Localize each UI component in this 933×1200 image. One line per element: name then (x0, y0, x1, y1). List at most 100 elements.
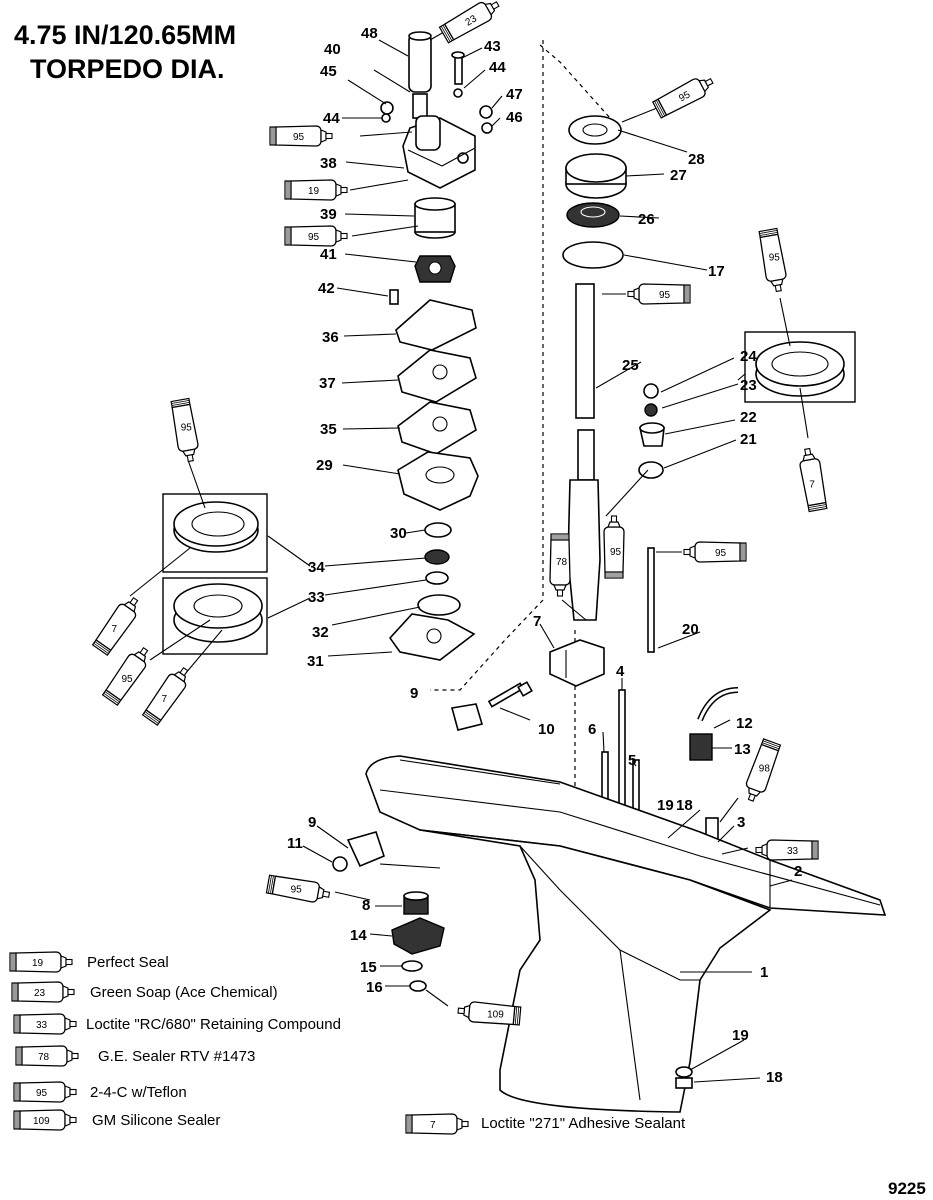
title-line-1: 4.75 IN/120.65MM (14, 20, 236, 50)
callout-31: 31 (307, 653, 324, 670)
callout-7: 7 (533, 613, 541, 630)
title-line-2: TORPEDO DIA. (30, 54, 225, 84)
callout-36: 36 (322, 329, 339, 346)
legend-item-109: 109 (13, 1109, 77, 1131)
callout-25: 25 (622, 357, 639, 374)
legend: 19 Perfect Seal 23 Green Soap (Ace Chemi… (9, 951, 686, 1135)
callout-labels: 48 40 43 44 45 47 44 46 38 39 41 42 36 3… (287, 25, 802, 1086)
impeller-41 (414, 255, 456, 283)
legend-code-7: 7 (430, 1120, 436, 1131)
callout-15: 15 (360, 959, 377, 976)
legend-label-109: GM Silicone Sealer (92, 1112, 220, 1129)
tube-95-left-2: 95 (101, 642, 155, 707)
callout-9-upper: 9 (410, 685, 418, 702)
legend-label-78: G.E. Sealer RTV #1473 (98, 1048, 255, 1065)
tube-leader-lines (129, 31, 809, 1007)
seal-detail-34 (173, 501, 259, 553)
callout-39: 39 (320, 206, 337, 223)
fitting-22 (639, 422, 665, 447)
callout-1: 1 (760, 964, 768, 981)
callout-43: 43 (484, 38, 501, 55)
tube-33-label: 33 (787, 846, 799, 857)
tube-95-housing-label: 95 (293, 132, 305, 143)
tube-109: 109 (456, 999, 522, 1027)
gasket-31 (388, 613, 476, 661)
dashed-axis-upper (539, 44, 611, 119)
callout-23: 23 (740, 377, 757, 394)
legend-label-95: 2-4-C w/Teflon (90, 1084, 187, 1101)
oring-17 (562, 241, 624, 269)
callout-6: 6 (588, 721, 596, 738)
callout-20: 20 (682, 621, 699, 638)
callout-33: 33 (308, 589, 325, 606)
pump-base-29 (397, 451, 479, 511)
bracket-7 (549, 639, 605, 687)
callout-13: 13 (734, 741, 751, 758)
callout-18-upper: 18 (676, 797, 693, 814)
legend-item-78: 78 (15, 1045, 79, 1067)
tube-23-top-label: 23 (464, 13, 480, 28)
callout-32: 32 (312, 624, 329, 641)
tube-45 (412, 93, 428, 119)
nut-45-left (380, 101, 394, 115)
callout-44-left: 44 (323, 110, 340, 127)
legend-code-109: 109 (33, 1116, 50, 1127)
callout-46: 46 (506, 109, 523, 126)
callout-14: 14 (350, 927, 367, 944)
callout-37: 37 (319, 375, 336, 392)
tube-7-right-vertical: 7 (796, 446, 829, 513)
nut-24 (643, 383, 659, 399)
tube-7-right-vertical-label: 7 (809, 479, 815, 490)
callout-41: 41 (320, 246, 337, 263)
washer-15 (401, 960, 423, 972)
driveshaft-25 (567, 283, 601, 621)
callout-19-upper: 19 (657, 797, 674, 814)
leader-lines (267, 39, 793, 1083)
callout-19-lower: 19 (732, 1027, 749, 1044)
callout-44-right: 44 (489, 59, 506, 76)
callout-21: 21 (740, 431, 757, 448)
anode-9-upper (450, 703, 484, 731)
callout-45: 45 (320, 63, 337, 80)
callout-5: 5 (628, 752, 636, 769)
callout-38: 38 (320, 155, 337, 172)
rod-20 (647, 547, 655, 653)
legend-label-33: Loctite "RC/680" Retaining Compound (86, 1016, 341, 1033)
washer-44-right (453, 88, 463, 98)
connector-13 (689, 733, 713, 761)
tube-95-lower-left-label: 95 (291, 885, 303, 896)
pump-tube-48 (408, 31, 432, 93)
legend-code-78: 78 (38, 1052, 50, 1063)
tube-7-left-1-label: 7 (111, 624, 117, 635)
legend-code-95: 95 (36, 1088, 48, 1099)
legend-item-23: 23 (11, 981, 75, 1003)
callout-4: 4 (616, 663, 625, 680)
key-42 (389, 289, 399, 305)
tube-95-top-right-label: 95 (677, 89, 692, 104)
washer-24 (644, 403, 658, 417)
gasket-36 (395, 299, 477, 351)
callout-35: 35 (320, 421, 337, 438)
callout-12: 12 (736, 715, 753, 732)
callout-40: 40 (324, 41, 341, 58)
washer-28 (568, 115, 622, 145)
bearing-26 (566, 202, 620, 228)
nut-11 (332, 856, 348, 872)
callout-48: 48 (361, 25, 378, 42)
tube-98: 98 (740, 737, 783, 805)
impeller-cup-39 (414, 197, 456, 239)
callout-10: 10 (538, 721, 555, 738)
tube-78: 78 (549, 533, 571, 597)
tube-7-left-3-label: 7 (161, 694, 167, 705)
tube-95-shaft: 95 (627, 283, 691, 305)
detail-box-33 (162, 577, 268, 655)
tube-95-right-vertical: 95 (757, 227, 790, 294)
callout-24: 24 (740, 348, 757, 365)
callout-47: 47 (506, 86, 523, 103)
gear-14 (391, 917, 445, 955)
tube-95-fitting-label: 95 (610, 547, 622, 558)
legend-item-33: 33 (13, 1013, 77, 1035)
tube-95-right-vertical-label: 95 (769, 253, 781, 264)
callout-22: 22 (740, 409, 757, 426)
